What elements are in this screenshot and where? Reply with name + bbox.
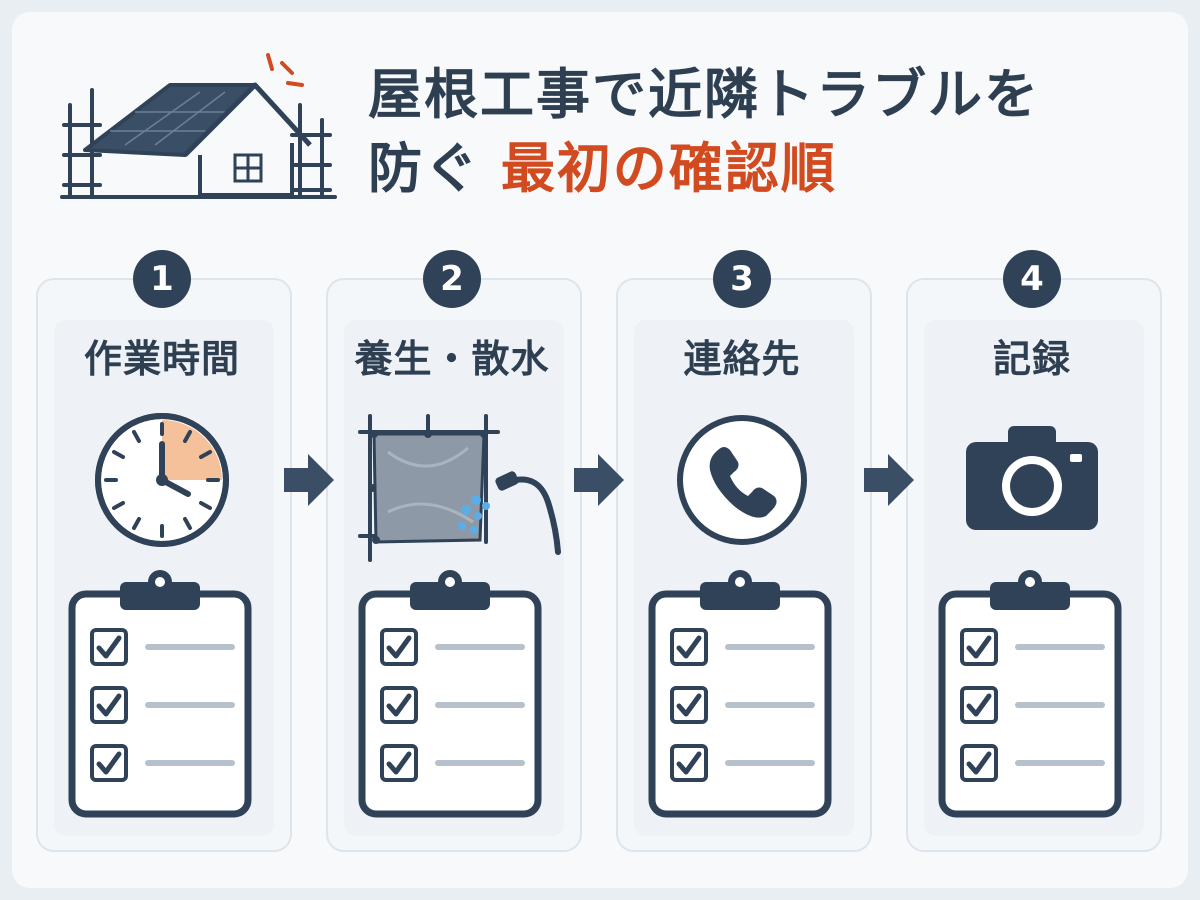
step-label: 記録 <box>992 337 1071 381</box>
tarp-hose-icon <box>358 414 561 562</box>
step-label: 作業時間 <box>83 337 240 381</box>
arrow-right-icon <box>864 454 914 506</box>
clock-icon <box>95 413 229 547</box>
arrow-right-icon <box>284 454 334 506</box>
title-line-1: 屋根工事で近隣トラブルを <box>368 63 1040 126</box>
page-title: 屋根工事で近隣トラブルを 防ぐ 最初の確認順 <box>368 58 1168 206</box>
step-label: 養生・散水 <box>354 337 550 381</box>
house-roof-scaffold-icon <box>60 53 337 199</box>
step-number-badge: 3 <box>713 250 771 308</box>
arrow-right-icon <box>574 454 624 506</box>
title-line-2-accent: 最初の確認順 <box>500 137 837 200</box>
checklist-clipboard-icon <box>68 570 252 818</box>
checklist-clipboard-icon <box>358 570 542 818</box>
step-number-badge: 4 <box>1003 250 1061 308</box>
checklist-clipboard-icon <box>938 570 1122 818</box>
title-line-2: 防ぐ 最初の確認順 <box>368 132 1168 206</box>
step-number-badge: 1 <box>133 250 191 308</box>
title-line-2-prefix: 防ぐ <box>368 137 501 200</box>
step-label: 連絡先 <box>683 337 801 381</box>
checklist-clipboard-icon <box>648 570 832 818</box>
step-number-badge: 2 <box>423 250 481 308</box>
phone-icon <box>677 415 807 545</box>
camera-icon <box>966 426 1098 530</box>
